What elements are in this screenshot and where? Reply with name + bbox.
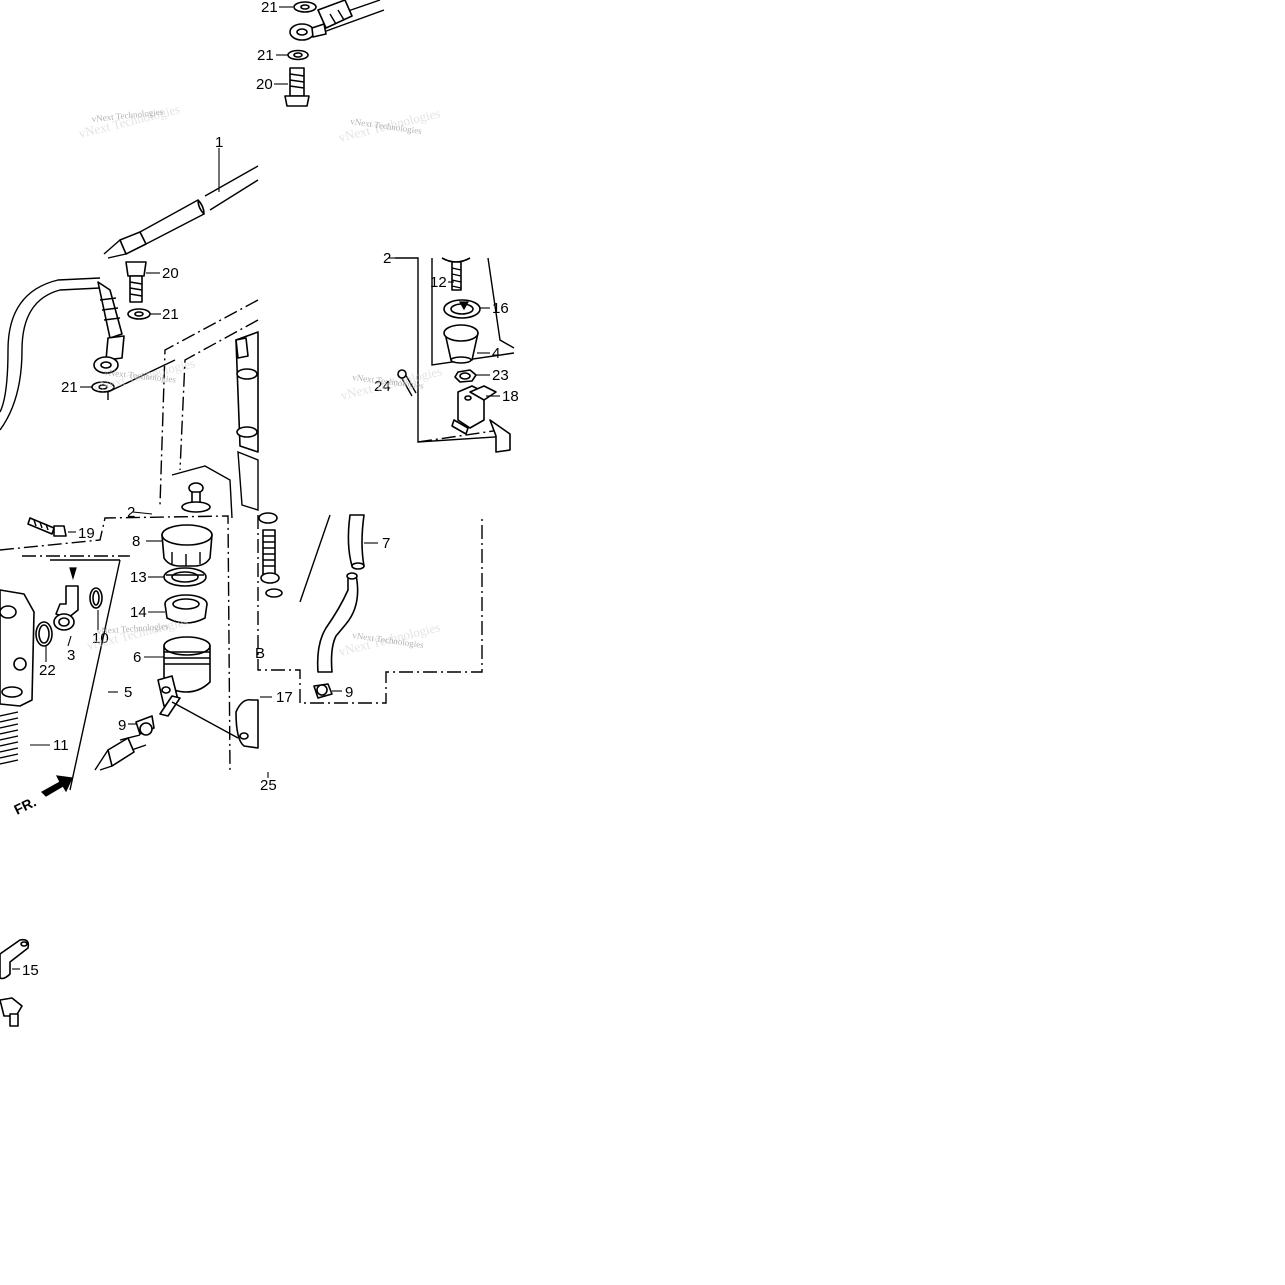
callout-2-right: 2 xyxy=(383,250,391,267)
sealing-washer-left-1 xyxy=(127,308,151,320)
hose-guide-bracket xyxy=(0,938,30,980)
callout-4: 4 xyxy=(492,345,500,362)
clevis-joint xyxy=(451,385,511,453)
callout-7: 7 xyxy=(382,535,390,552)
reservoir-seal-ring xyxy=(443,299,481,319)
callout-21-bottom: 21 xyxy=(61,379,78,396)
bracket-mounting-bolt xyxy=(0,997,23,1027)
callout-9-right: 9 xyxy=(345,684,353,701)
callout-20-top: 20 xyxy=(256,76,273,93)
callout-19: 19 xyxy=(78,525,95,542)
callout-12: 12 xyxy=(430,274,447,291)
bracket-outline-inner xyxy=(431,258,515,366)
master-cylinder-lower xyxy=(0,589,35,707)
assembly-bracket-line xyxy=(107,359,176,400)
callout-21-upper: 21 xyxy=(257,47,274,64)
diaphragm-plate xyxy=(163,567,207,587)
callout-22: 22 xyxy=(39,662,56,679)
callout-17: 17 xyxy=(276,689,293,706)
callout-6: 6 xyxy=(133,649,141,666)
assembly-outline-inner xyxy=(179,319,259,471)
callout-18: 18 xyxy=(502,388,519,405)
return-spring xyxy=(0,711,19,765)
bracket-outline-outer xyxy=(395,257,511,443)
callout-25: 25 xyxy=(260,777,277,794)
leader-lines xyxy=(12,6,500,970)
callout-21-top: 21 xyxy=(261,0,278,16)
brake-hose-left-loop xyxy=(0,277,125,431)
adjuster-rod xyxy=(441,257,471,291)
callout-3: 3 xyxy=(67,647,75,664)
reservoir-hose xyxy=(316,514,365,673)
master-cylinder-body xyxy=(235,331,259,511)
sealing-washer-top-2 xyxy=(287,49,309,61)
hose-clip-lower xyxy=(135,715,155,736)
callout-labels: 21 21 20 1 20 21 21 2 12 16 4 23 24 18 2… xyxy=(22,0,519,979)
callout-8: 8 xyxy=(132,533,140,550)
callout-1: 1 xyxy=(215,134,223,151)
callout-24: 24 xyxy=(374,378,391,395)
banjo-fitting-left xyxy=(93,356,119,374)
reservoir-group-outline xyxy=(0,515,231,771)
callout-13: 13 xyxy=(130,569,147,586)
piston-assembly xyxy=(258,512,331,603)
circlip xyxy=(89,587,103,609)
hose-clamp-right xyxy=(313,683,333,699)
stay-leader-line xyxy=(171,701,239,739)
o-ring xyxy=(35,621,53,647)
callout-11: 11 xyxy=(53,737,69,754)
cotter-pin xyxy=(397,369,417,397)
bracket-outline-side xyxy=(487,257,515,349)
assembly-outline-upper xyxy=(159,299,259,506)
hose-group-outline xyxy=(257,515,483,704)
brake-hose-main xyxy=(103,165,259,259)
banjo-bolt-top xyxy=(284,67,310,107)
reservoir-cap xyxy=(161,524,213,567)
callout-14: 14 xyxy=(130,604,147,621)
banjo-fitting-top xyxy=(289,23,327,41)
bracket-bolt xyxy=(27,517,67,537)
front-direction-marker: FR. xyxy=(11,775,73,818)
callout-5: 5 xyxy=(124,684,132,701)
callout-2-center: 2 xyxy=(127,504,135,521)
push-rod xyxy=(171,465,233,519)
boot-cup xyxy=(443,324,479,364)
sealing-washer-top-1 xyxy=(293,1,317,13)
banjo-bolt-left xyxy=(125,261,147,303)
mounting-stay xyxy=(235,698,259,749)
bracket-outline-dashed xyxy=(417,429,501,443)
lock-nut xyxy=(454,369,477,383)
direction-label: FR. xyxy=(11,793,38,817)
callout-15: 15 xyxy=(22,962,39,979)
hose-joint xyxy=(53,567,79,631)
diaphragm xyxy=(164,594,208,624)
reservoir-hose-lower xyxy=(94,734,147,771)
callout-9-left: 9 xyxy=(118,717,126,734)
callout-16: 16 xyxy=(492,300,509,317)
reservoir-tank xyxy=(157,636,211,717)
upper-brake-hose-end xyxy=(317,0,385,35)
callout-21-left: 21 xyxy=(162,306,179,323)
callout-23: 23 xyxy=(492,367,509,384)
callout-b: B xyxy=(255,645,265,662)
callout-10: 10 xyxy=(92,630,109,647)
sealing-washer-left-2 xyxy=(91,381,115,393)
callout-20-left: 20 xyxy=(162,265,179,282)
front-outline-line xyxy=(50,559,121,791)
